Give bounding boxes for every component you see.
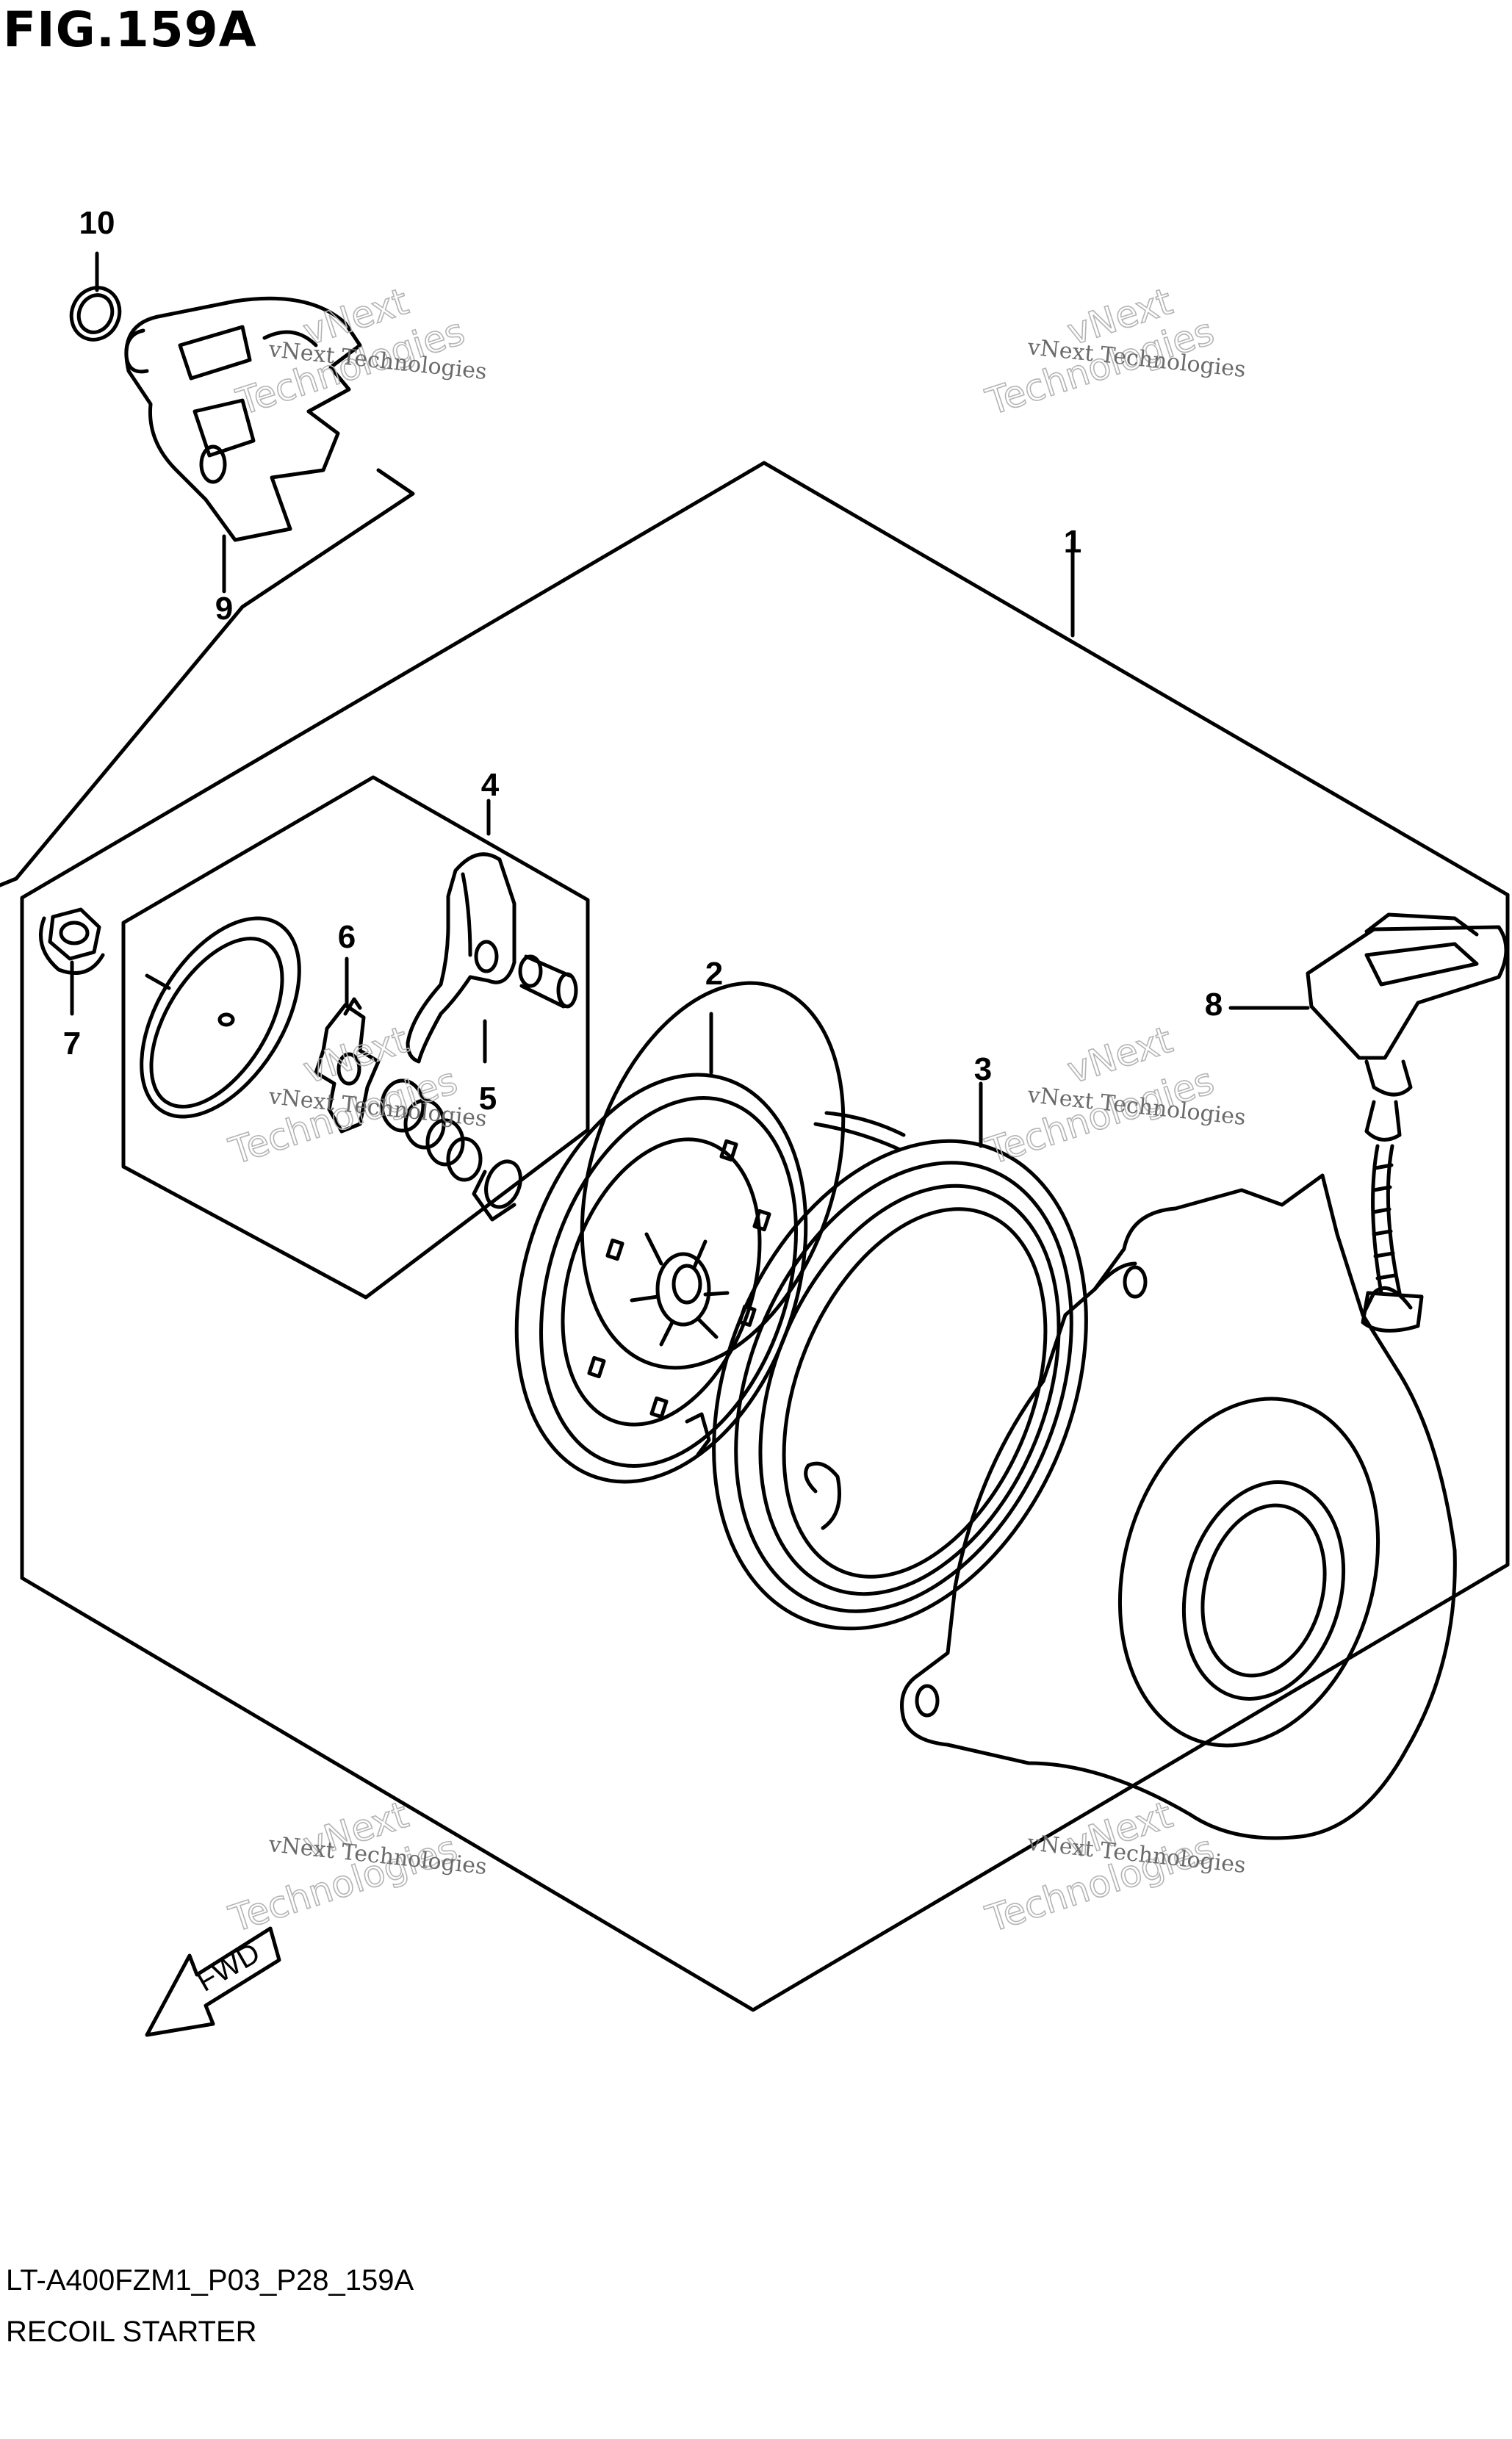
part-6-ratchet (314, 997, 381, 1134)
watermark-2: vNext Technologies vNext Technologies (980, 279, 1247, 424)
hub-leader-box (14, 468, 415, 881)
watermark-6: vNext Technologies vNext Technologies (980, 1793, 1247, 1941)
callout-10: 10 (79, 205, 115, 241)
fwd-direction-arrow: FWD (145, 1926, 281, 2037)
callout-3: 3 (974, 1051, 992, 1087)
plate (140, 916, 301, 1119)
callout-5: 5 (479, 1081, 497, 1117)
watermark-1: vNext Technologies vNext Technologies (231, 279, 488, 424)
callout-9: 9 (215, 591, 233, 627)
recoil-housing (900, 1173, 1457, 1840)
callout-7: 7 (63, 1026, 81, 1062)
callout-6: 6 (338, 919, 356, 955)
callout-4: 4 (481, 767, 500, 803)
callout-8: 8 (1205, 987, 1223, 1023)
part-10-o-ring (69, 286, 122, 342)
part-5-pin (518, 954, 578, 1009)
figure-name: RECOIL STARTER (6, 2316, 257, 2348)
callout-1: 1 (1064, 524, 1081, 560)
figure-title: FIG.159A (3, 1, 257, 58)
watermark-5: vNext Technologies vNext Technologies (223, 1793, 488, 1941)
fwd-label: FWD (192, 1937, 266, 1998)
assembly-1-boundary (20, 461, 1510, 2012)
collar (472, 1159, 522, 1222)
part-2-reel (514, 981, 906, 1484)
sub-assembly-boundary (121, 775, 590, 1300)
part-8-starter-handle (1306, 912, 1508, 1333)
part-3-spiral-spring (685, 1139, 1088, 1631)
part-7-flange-nut (39, 907, 105, 975)
leader-plate (145, 973, 171, 990)
part-9-hub (124, 296, 362, 542)
figure-code: LT-A400FZM1_P03_P28_159A (6, 2264, 414, 2296)
part-4-guide-plate (406, 852, 516, 1064)
watermark-4: vNext Technologies vNext Technologies (980, 1017, 1247, 1173)
part-6-coil-spring (380, 1078, 483, 1182)
callout-2: 2 (705, 956, 723, 992)
